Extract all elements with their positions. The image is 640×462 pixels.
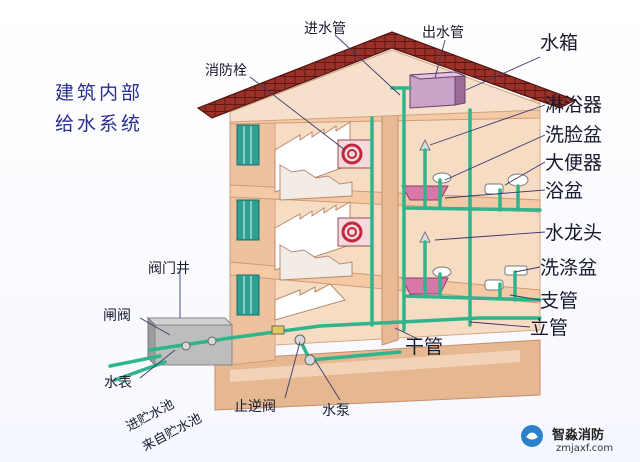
label-riser-pipe: 立管 [530, 317, 569, 339]
label-washbasin: 洗脸盆 [545, 124, 603, 146]
pipes [108, 86, 542, 382]
label-water-meter: 水表 [104, 375, 132, 391]
leader-lines [139, 34, 546, 401]
title-line-2: 给水系统 [55, 113, 144, 135]
label-hydrant: 消防栓 [205, 63, 247, 79]
label-valve-well: 阀门井 [148, 261, 190, 277]
label-gate-valve: 闸阀 [103, 308, 131, 324]
label-main-pipe: 干管 [405, 336, 444, 358]
partition-wall [381, 111, 399, 346]
label-bathtub: 浴盆 [545, 180, 584, 202]
label-inlet-pipe: 进水管 [304, 21, 346, 37]
watermark-logo-icon [521, 425, 543, 447]
watermark-name: 智淼消防 [552, 428, 605, 443]
watermark-url: zmjaxf.com [556, 443, 614, 454]
fixtures [432, 172, 529, 291]
label-water-pump: 水泵 [322, 403, 350, 419]
valves [181, 325, 316, 366]
label-outlet-pipe: 出水管 [422, 25, 464, 41]
windows [236, 124, 260, 316]
label-toilet: 大便器 [545, 152, 603, 174]
valve-pit [146, 316, 234, 367]
hydrant-boxes [337, 139, 373, 247]
title-line-1: 建筑内部 [55, 82, 144, 104]
label-water-tank: 水箱 [540, 32, 579, 54]
water-tank [409, 71, 466, 109]
label-check-valve: 止逆阀 [234, 399, 276, 415]
label-branch-pipe: 支管 [540, 290, 579, 312]
label-faucet: 水龙头 [545, 222, 603, 244]
label-shower: 淋浴器 [545, 94, 603, 116]
label-sink: 洗涤盆 [540, 257, 598, 279]
basement-floor [230, 350, 520, 382]
diagram-title: 建筑内部 给水系统 [55, 78, 143, 140]
